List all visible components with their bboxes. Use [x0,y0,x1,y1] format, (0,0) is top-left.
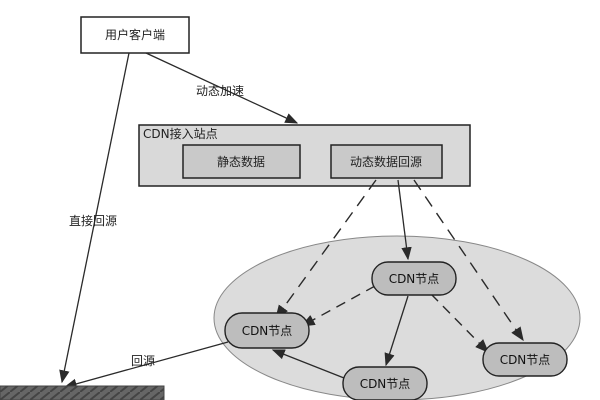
origin-to-node1-arrow [397,179,412,261]
cdn-node-3-label: CDN节点 [360,377,411,391]
dynamic-accel-arrow [145,52,299,124]
dynamic-accel-label: 动态加速 [196,84,244,98]
cdn-access-label: CDN接入站点 [143,126,218,141]
static-data-label: 静态数据 [217,154,265,169]
dynamic-origin-label: 动态数据回源 [350,154,422,169]
origin-to-node2-dashed [275,179,377,320]
cdn-node-4 [482,342,568,377]
origin-server-bar [0,385,165,400]
cdn-node-3 [342,366,428,400]
origin-to-node4-dashed [413,179,524,342]
dynamic-origin-box [330,144,443,179]
cdn-node-4-label: CDN节点 [500,353,551,367]
cdn-node-1-label: CDN节点 [389,272,440,286]
static-data-box [182,144,301,179]
cdn-node-2-label: CDN节点 [242,324,293,338]
client-label: 用户客户端 [105,27,165,42]
node2-origin-arrow [63,341,229,389]
client-box [80,16,190,54]
node1-to-node4-dashed [430,293,489,353]
node1-to-node2-dashed [300,285,376,327]
direct-origin-arrow [59,52,130,384]
cdn-node-1 [371,261,457,296]
direct-origin-label: 直接回源 [69,213,117,228]
cdn-node-2 [224,312,310,349]
node1-to-node3-arrow [384,295,409,367]
node3-to-node2-arrow [271,349,345,379]
origin-label: 回源 [131,354,155,368]
